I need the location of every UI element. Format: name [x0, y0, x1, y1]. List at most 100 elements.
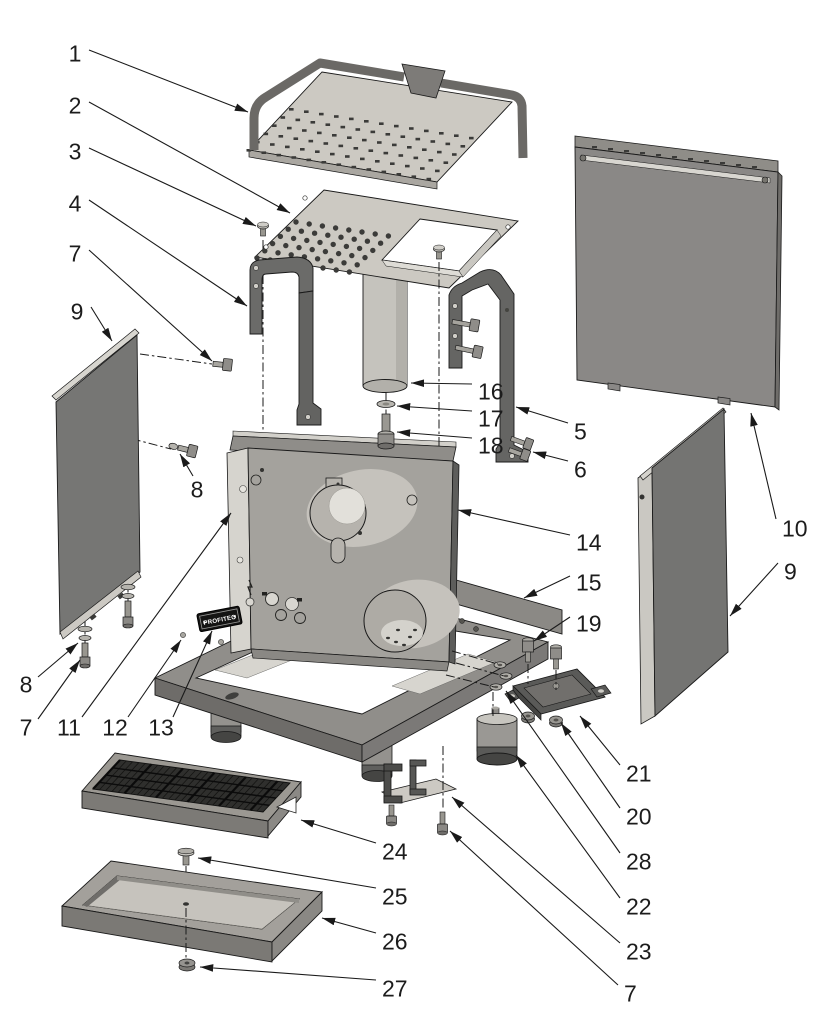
- part-number-label: 14: [576, 529, 602, 555]
- leader-line: [750, 412, 777, 520]
- leader-line: [90, 306, 113, 342]
- callout-10: 10: [750, 412, 808, 541]
- bracket-mount-screws: [451, 318, 484, 359]
- part-number-label: 5: [574, 418, 587, 444]
- part-17-washer: [376, 400, 396, 408]
- tray-rail-handle-tab: [401, 63, 446, 99]
- part-number-label: 7: [69, 240, 82, 266]
- part-number-label: 26: [382, 928, 408, 954]
- leader-line: [321, 917, 377, 934]
- callout-8: 8: [179, 453, 204, 502]
- callout-19: 19: [533, 610, 602, 642]
- leader-line: [88, 199, 248, 307]
- leader-line: [560, 722, 621, 809]
- leader-line: [457, 509, 571, 536]
- part-14-chassis-body: PROFITEC: [180, 430, 460, 672]
- callout-14: 14: [457, 509, 602, 555]
- clamp-ear: [383, 763, 403, 804]
- callout-12: 12: [102, 639, 182, 740]
- leader-line: [37, 642, 79, 678]
- leader-line: [127, 639, 182, 718]
- part-10-rear-panel: [574, 135, 783, 411]
- clamp-ear: [409, 759, 427, 796]
- part-number-label: 10: [782, 515, 808, 541]
- screw: [433, 244, 445, 260]
- part-20-nuts: [521, 711, 563, 728]
- part-28-washers: [489, 661, 513, 691]
- callout-27: 27: [199, 964, 408, 1001]
- leader-line: [532, 451, 569, 462]
- leader-line: [300, 819, 377, 844]
- part-8-washers-and-part-7-bolts-left: [77, 583, 136, 669]
- leader-line: [449, 830, 619, 986]
- part-number-label: 17: [478, 405, 504, 431]
- part-number-label: 21: [626, 760, 652, 786]
- part-number-label: 4: [69, 190, 82, 216]
- callout-24: 24: [300, 819, 408, 864]
- leader-line: [515, 406, 569, 424]
- part-number-label: 7: [624, 980, 637, 1006]
- callout-20: 20: [560, 722, 652, 829]
- part-number-label: 9: [71, 298, 84, 324]
- part-number-label: 25: [382, 883, 408, 909]
- clamp-bolt: [386, 804, 397, 827]
- callout-9: 9: [729, 558, 797, 617]
- callout-9: 9: [71, 298, 113, 342]
- leader-line: [81, 512, 232, 718]
- leader-line: [199, 964, 377, 981]
- callout-23: 23: [451, 796, 652, 964]
- leader-line: [88, 249, 213, 362]
- part-number-label: 3: [69, 138, 82, 164]
- leader-line: [533, 616, 571, 642]
- part-number-label: 19: [576, 610, 602, 636]
- part-number-label: 8: [191, 476, 204, 502]
- part-number-label: 16: [478, 378, 504, 404]
- part-23-clamp-bracket: [380, 759, 458, 836]
- part-number-label: 24: [382, 838, 408, 864]
- part-22-adjustable-foot: [476, 706, 518, 766]
- leader-line: [37, 659, 81, 720]
- part-number-label: 11: [57, 714, 81, 740]
- part-number-label: 1: [69, 40, 82, 66]
- assembly-axis-lines-front: [185, 262, 557, 958]
- leader-line: [451, 796, 621, 944]
- cup-tray-perforations: [246, 108, 474, 181]
- callout-4: 4: [69, 190, 248, 307]
- part-number-label: 22: [626, 893, 652, 919]
- callout-7: 7: [20, 659, 81, 740]
- part-25-screw: [177, 847, 195, 866]
- leader-line: [505, 690, 621, 854]
- leader-line: [88, 101, 291, 214]
- part-number-label: 20: [626, 803, 652, 829]
- callout-11: 11: [57, 512, 232, 740]
- leader-line: [523, 575, 571, 599]
- leader-line: [88, 147, 257, 227]
- badge-pin: [180, 632, 186, 638]
- part-number-label: 6: [574, 456, 587, 482]
- part-number-label: 2: [69, 92, 82, 118]
- leader-line: [515, 754, 621, 899]
- part-6-screws: [507, 436, 534, 462]
- part-number-label: 23: [626, 938, 652, 964]
- part-number-label: 18: [478, 432, 504, 458]
- part-9-right-side-panel: [637, 407, 729, 725]
- part-4-left-bracket: [249, 256, 322, 426]
- callout-16: 16: [410, 378, 504, 404]
- part-number-label: 7: [20, 714, 33, 740]
- part-3-screws: [257, 221, 445, 260]
- leader-line: [410, 379, 473, 388]
- callout-13: 13: [148, 630, 213, 740]
- part-number-label: 13: [148, 714, 174, 740]
- callout-1: 1: [69, 40, 249, 113]
- leader-line: [396, 429, 473, 439]
- part-number-label: 15: [576, 569, 602, 595]
- part-number-label: 8: [20, 671, 33, 697]
- callout-26: 26: [321, 917, 408, 954]
- callout-18: 18: [396, 429, 504, 458]
- part-18-bolt: [377, 413, 395, 450]
- callout-28: 28: [505, 690, 652, 874]
- top-panel-perforations: [254, 219, 392, 275]
- grate-clip-tab: [275, 796, 297, 814]
- callout-15: 15: [523, 569, 602, 599]
